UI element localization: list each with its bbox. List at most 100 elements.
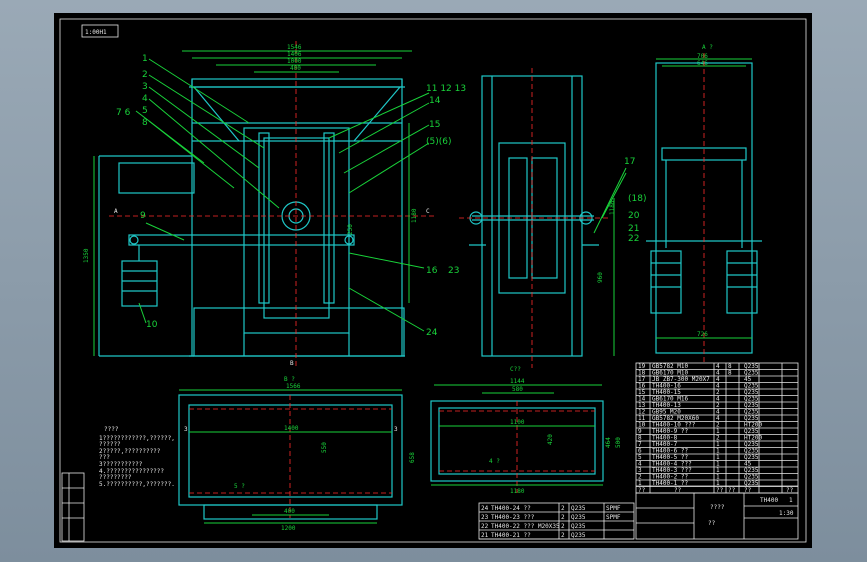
- bom-cell: 14: [638, 396, 646, 403]
- technical-notes: ???? 1????????????,??????, ?????? 2?????…: [99, 426, 175, 488]
- dim-b-bottom-1: 400: [284, 508, 295, 515]
- bom-cell: 4: [716, 370, 720, 377]
- bom-cell: Q235: [744, 428, 759, 435]
- bom-cell: 1: [716, 461, 720, 468]
- bom-lower-cell: 2: [561, 523, 565, 530]
- bom-lower-cell: Q235: [571, 532, 586, 539]
- plan-b-side-r: 3: [394, 426, 398, 433]
- dim-b-inner: 1400: [284, 425, 299, 432]
- bom-cell: 4: [716, 383, 720, 390]
- dim-front-1: 1546: [287, 44, 302, 51]
- bom-lower-cell: 24: [481, 505, 489, 512]
- revision-block: [61, 472, 85, 542]
- bom-lower-cell: SPMF: [606, 514, 621, 521]
- bom-cell: 1: [716, 480, 720, 487]
- bom-lower-cell: 2: [561, 514, 565, 521]
- section-c: C: [426, 208, 430, 215]
- bom-cell: 5: [638, 454, 642, 461]
- dim-c-top-1: 1144: [510, 378, 525, 385]
- dim-front-height: 1350: [83, 248, 90, 263]
- part-23: 23: [448, 266, 459, 276]
- bom-cell: GB95 M20: [652, 409, 681, 416]
- dim-b-top: 1566: [286, 383, 301, 390]
- bom-lower-cell: TH400-24 ??: [491, 505, 531, 512]
- bom-cell: 19: [638, 363, 646, 370]
- bom-cell: TH400-1 ??: [652, 480, 689, 487]
- note-1: 1????????????,??????,: [99, 435, 175, 442]
- bom-cell: 1: [716, 474, 720, 481]
- note-2: 2?????,??????????: [99, 448, 161, 455]
- front-lever-arm: [128, 234, 355, 246]
- dim-right-bottom: 726: [697, 331, 708, 338]
- bom-cell: 13: [638, 402, 646, 409]
- title-code: TH400: [760, 497, 778, 504]
- bom-cell: Q235: [744, 396, 759, 403]
- part-2: 2: [142, 70, 148, 80]
- drawing-canvas[interactable]: 1:00H1: [54, 13, 812, 548]
- part-5-6: (5)(6): [426, 137, 452, 147]
- bom-cell: 3: [638, 467, 642, 474]
- bom-cell: TH400-5 ??: [652, 454, 689, 461]
- bom-cell: TH400-6 ??: [652, 448, 689, 455]
- dim-front-small: 250: [347, 224, 354, 235]
- bom-cell: 12: [638, 409, 646, 416]
- bom-lower-cell: Q235: [571, 514, 586, 521]
- bom-cell: GB6170 M10: [652, 370, 689, 377]
- bom-cell: 45: [744, 376, 752, 383]
- bom-cell: Q235: [744, 363, 759, 370]
- bom-cell: GB5782 M10: [652, 363, 689, 370]
- bom-cell: GB5782 M20X60: [652, 415, 699, 422]
- part-8: 8: [142, 118, 148, 128]
- title-name: ????: [710, 504, 725, 511]
- title-sub: ??: [708, 520, 716, 527]
- bom-cell: 1: [716, 441, 720, 448]
- front-counterweight: [121, 260, 158, 307]
- bom-cell: TH400-10 ???: [652, 422, 696, 429]
- part-4: 4: [142, 94, 148, 104]
- bom-h2: ??: [716, 487, 724, 494]
- dim-c-right-2: 500: [615, 437, 622, 448]
- bom-cell: 18: [638, 370, 646, 377]
- bom-cell: TH400-15: [652, 389, 681, 396]
- part-9: 9: [140, 211, 146, 221]
- bom-cell: 4: [716, 363, 720, 370]
- plan-view-c: C?? 1144 580 1100 420 464 500 1180 4 ?: [430, 366, 622, 495]
- note-1b: ??????: [99, 441, 121, 448]
- bom-lower-cell: SPMF: [606, 505, 621, 512]
- bom-h5: ??: [786, 487, 794, 494]
- view-c-label: C??: [510, 366, 521, 373]
- note-4: 4.????????????????: [99, 468, 164, 475]
- bom-cell: 2: [716, 389, 720, 396]
- bom-cell: 4: [716, 376, 720, 383]
- bom-cell: 4: [638, 461, 642, 468]
- bom-cell: Q235: [744, 441, 759, 448]
- part-10: 10: [146, 320, 158, 330]
- bom-cell: Q235: [744, 467, 759, 474]
- part-7-6: 7 6: [116, 108, 131, 118]
- corner-label: 1:00H1: [85, 29, 107, 36]
- dim-c-bottom: 1180: [510, 488, 525, 495]
- dim-c-top-2: 580: [512, 386, 523, 393]
- bom-cell: Q235: [744, 474, 759, 481]
- dim-side-inner: 1180: [609, 200, 616, 215]
- dim-b-mid: 550: [321, 442, 328, 453]
- title-sheet: 1: [789, 497, 793, 504]
- part-3: 3: [142, 82, 148, 92]
- part-22: 22: [628, 234, 639, 244]
- bom-cell: Q235: [744, 448, 759, 455]
- bom-cell: 16: [638, 383, 646, 390]
- bom-cell: JB ZB7-300 M20X7: [652, 376, 710, 383]
- right-view: A ? 706 646 726: [646, 44, 762, 363]
- bom-cell: 4: [716, 415, 720, 422]
- bom-cell: HT200: [744, 422, 762, 429]
- bom-cell: 2: [716, 402, 720, 409]
- dim-side-height: 960: [597, 272, 604, 283]
- plan-b-outer: [178, 394, 403, 506]
- part-17: 17: [624, 157, 635, 167]
- front-inner-frame: [243, 127, 350, 334]
- bom-cell: TH400-4 ???: [652, 461, 692, 468]
- view-a-label: A ?: [702, 44, 713, 51]
- bom-h0: ??: [638, 487, 646, 494]
